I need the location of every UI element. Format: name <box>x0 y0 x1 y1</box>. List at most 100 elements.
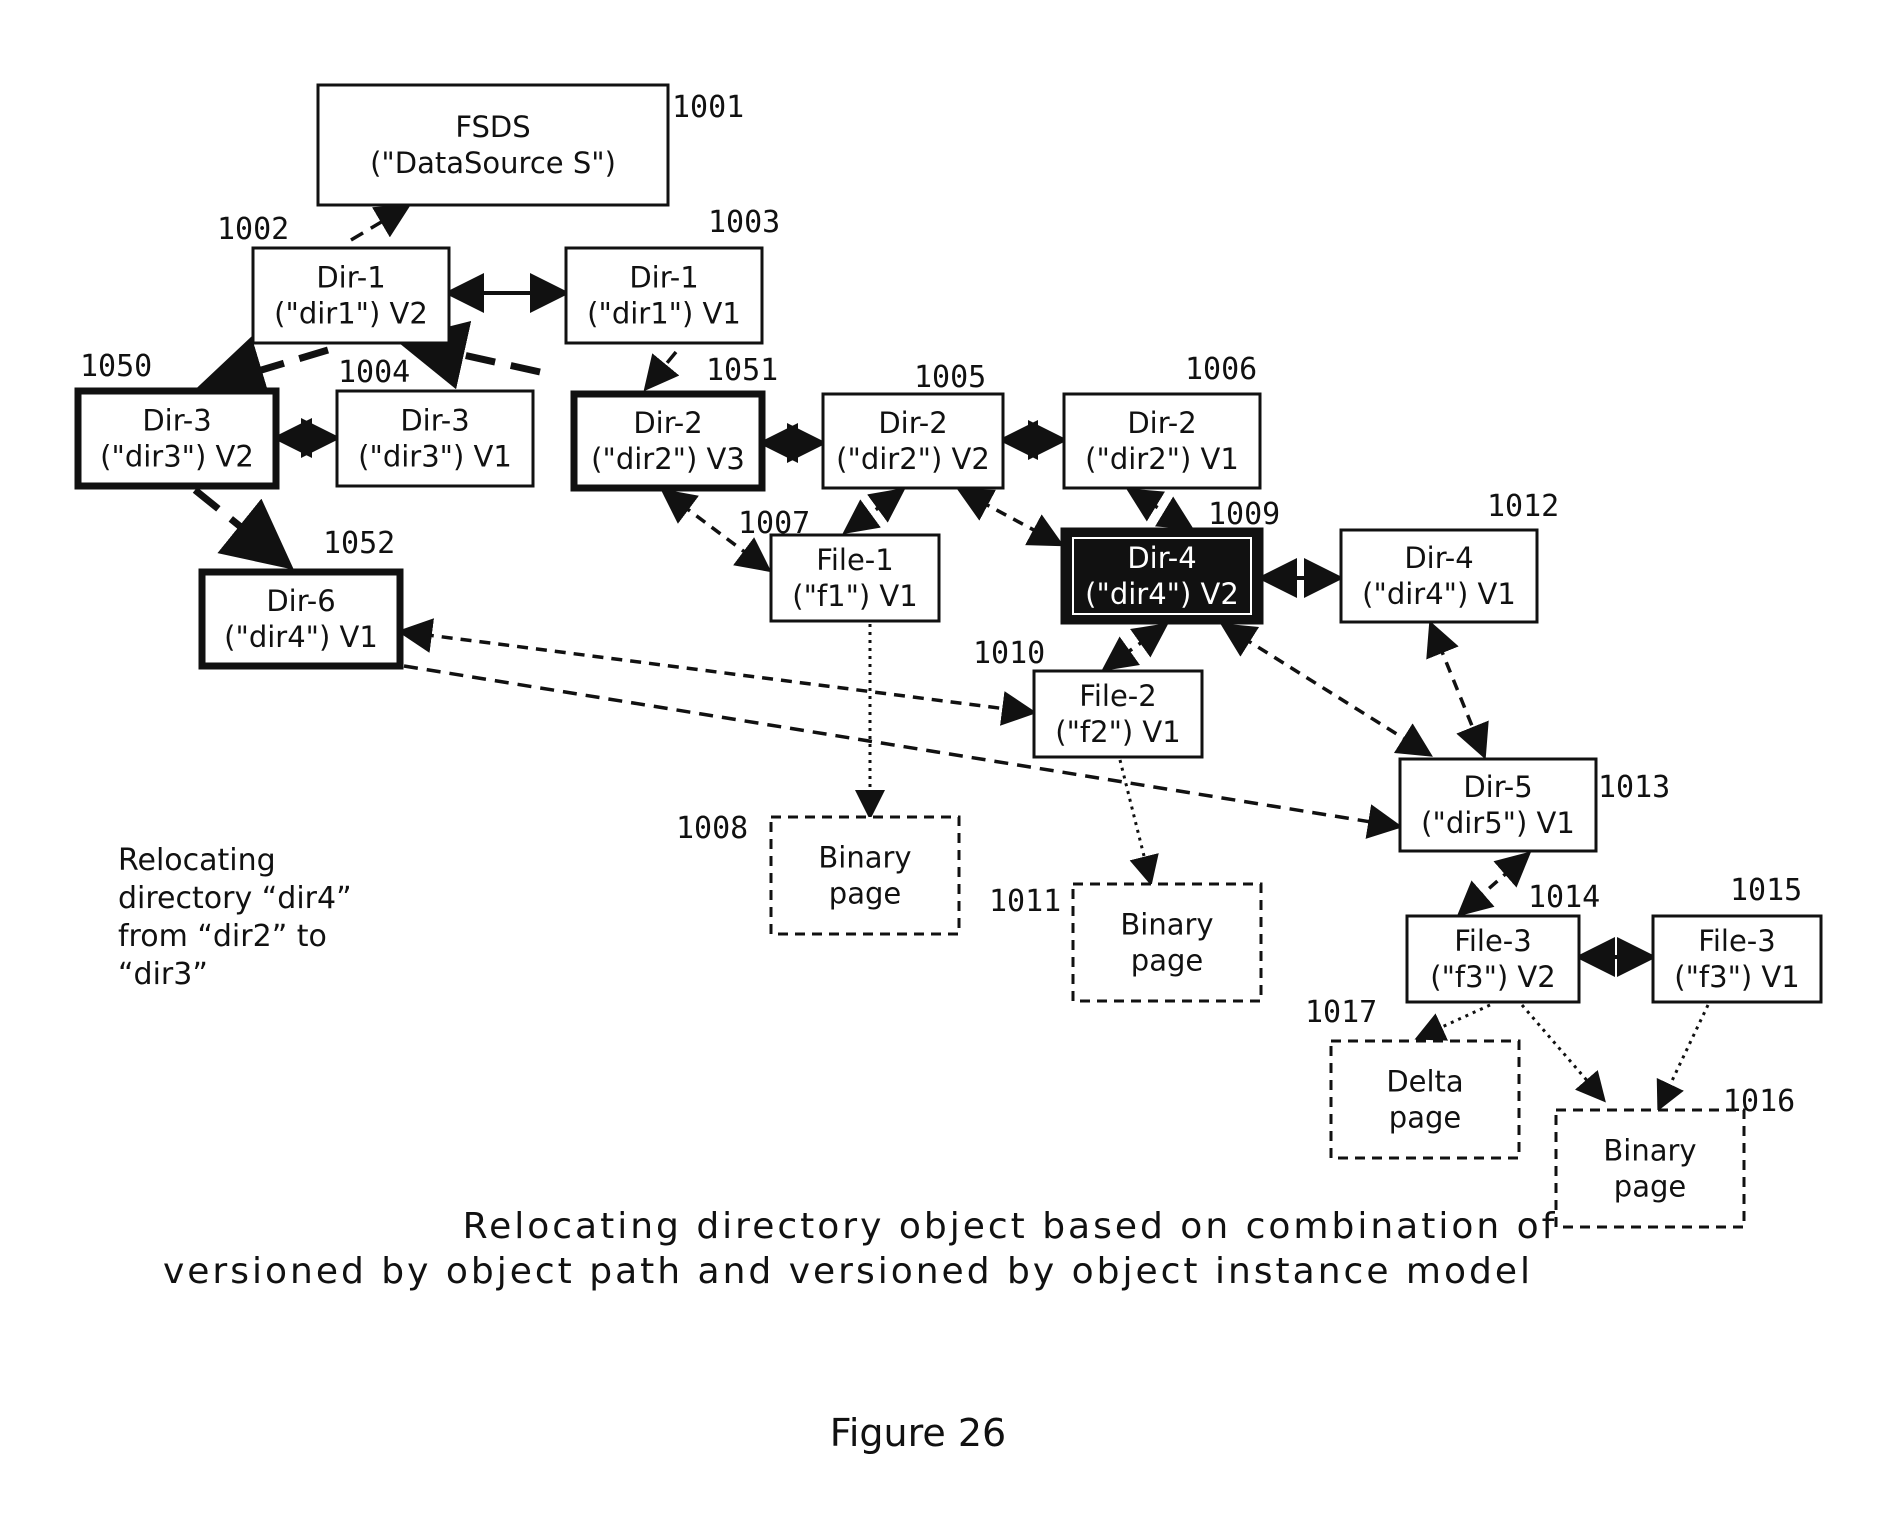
side-note-line: directory “dir4” <box>118 881 352 916</box>
reference-number: 1050 <box>80 349 152 384</box>
node-title: Delta <box>1386 1065 1463 1099</box>
node-title: Dir-5 <box>1463 770 1532 804</box>
node-title: File-3 <box>1454 924 1531 958</box>
reference-number: 1013 <box>1598 770 1670 805</box>
reference-number: 1005 <box>914 360 986 395</box>
node-subtitle: page <box>1131 944 1203 978</box>
node-subtitle: ("f3") V1 <box>1674 960 1799 994</box>
node-subtitle: page <box>1614 1170 1686 1204</box>
caption: Relocating directory object based on com… <box>163 1206 1557 1292</box>
node-title: Dir-2 <box>633 406 702 440</box>
node-title: File-1 <box>816 543 893 577</box>
node-box <box>1073 884 1261 1001</box>
node-dir4-v1: Dir-4("dir4") V1 1012 <box>1341 489 1559 622</box>
node-dir5-v1: Dir-5("dir5") V1 1013 <box>1400 759 1670 851</box>
edge-dir2-v2-to-dir4-v2 <box>963 492 1058 543</box>
node-subtitle: ("dir4") V1 <box>1362 577 1516 611</box>
reference-number: 1010 <box>973 636 1045 671</box>
node-title: Dir-1 <box>316 261 385 295</box>
edge-dir4-v1-to-dir5-v1 <box>1432 627 1483 753</box>
node-title: Binary <box>818 841 911 875</box>
node-title: File-3 <box>1698 924 1775 958</box>
node-box <box>1331 1041 1519 1158</box>
node-subtitle: ("f1") V1 <box>792 579 917 613</box>
node-title: Dir-2 <box>878 406 947 440</box>
reference-number: 1002 <box>217 212 289 247</box>
node-title: Dir-3 <box>400 404 469 438</box>
node-subtitle: ("dir2") V2 <box>836 442 990 476</box>
edge-dir6-v1-to-dir5-v1 <box>404 666 1396 826</box>
side-note-line: Relocating <box>118 843 276 878</box>
edge-dir2-v2-to-file1-v1 <box>848 492 900 530</box>
node-subtitle: ("dir1") V2 <box>274 297 428 331</box>
reference-number: 1008 <box>676 811 748 846</box>
node-delta-1017: Deltapage 1017 <box>1305 995 1519 1158</box>
node-fsds: FSDS("DataSource S")1001 <box>318 85 744 205</box>
node-dir2-v2: Dir-2("dir2") V2 1005 <box>823 360 1003 488</box>
node-file3-v2: File-3("f3") V2 1014 <box>1407 880 1600 1002</box>
edge-dir4-v2-to-dir5-v1 <box>1226 627 1427 753</box>
node-dir3-v2: Dir-3("dir3") V21050 <box>78 349 276 486</box>
node-dir2-v3: Dir-2("dir2") V31051 <box>574 353 778 488</box>
figure-label: Figure 26 <box>830 1411 1006 1455</box>
reference-number: 1004 <box>338 355 410 390</box>
node-subtitle: ("dir4") V2 <box>1085 577 1239 611</box>
node-layer: FSDS("DataSource S")1001Dir-1("dir1") V2… <box>78 85 1821 1227</box>
reference-number: 1017 <box>1305 995 1377 1030</box>
edge-dir3-v2-to-dir6-v1 <box>195 490 283 561</box>
reference-number: 1051 <box>706 353 778 388</box>
reference-number: 1015 <box>1730 873 1802 908</box>
node-dir1-v1: Dir-1("dir1") V1 1003 <box>566 205 780 343</box>
edge-dir4-v2-to-file2-v1 <box>1107 627 1163 667</box>
reference-number: 1052 <box>323 526 395 561</box>
node-dir1-v2: Dir-1("dir1") V2 1002 <box>217 212 449 343</box>
caption-line: Relocating directory object based on com… <box>463 1206 1558 1247</box>
node-title: Dir-4 <box>1404 541 1473 575</box>
side-note: Relocating directory “dir4” from “dir2” … <box>118 843 352 992</box>
caption-line: versioned by object path and versioned b… <box>163 1251 1533 1292</box>
node-box <box>771 817 959 934</box>
edge-dir2-v1-to-dir4-v2 <box>1132 492 1188 526</box>
reference-number: 1011 <box>989 884 1061 919</box>
node-subtitle: ("dir3") V1 <box>358 440 512 474</box>
node-title: Binary <box>1603 1134 1696 1168</box>
edge-dir2-v3-to-dir1-v2 <box>409 343 540 372</box>
node-title: Dir-4 <box>1127 541 1196 575</box>
node-binary-1008: Binarypage1008 <box>676 811 959 934</box>
reference-number: 1012 <box>1487 489 1559 524</box>
node-dir2-v1: Dir-2("dir2") V1 1006 <box>1064 352 1260 488</box>
reference-number: 1001 <box>672 90 744 125</box>
node-subtitle: ("dir1") V1 <box>587 297 741 331</box>
reference-number: 1014 <box>1528 880 1600 915</box>
edge-file2-v1-to-binary-1011 <box>1120 760 1150 880</box>
edge-file3-v2-to-delta-1017 <box>1420 1005 1490 1037</box>
edge-dir1-v1-to-dir2-v3 <box>648 352 676 386</box>
node-subtitle: ("dir4") V1 <box>224 620 378 654</box>
node-subtitle: ("dir3") V2 <box>100 440 254 474</box>
node-binary-1016: Binarypage 1016 <box>1556 1084 1795 1227</box>
reference-number: 1009 <box>1208 497 1280 532</box>
node-file2-v1: File-2("f2") V11010 <box>973 636 1202 757</box>
edge-file3-v1-to-binary-1016 <box>1660 1005 1708 1106</box>
edge-dir1-v2-to-fsds <box>351 208 405 240</box>
node-title: Dir-2 <box>1127 406 1196 440</box>
node-subtitle: page <box>1389 1101 1461 1135</box>
node-dir6-v1: Dir-6("dir4") V11052 <box>202 526 400 666</box>
reference-number: 1016 <box>1723 1084 1795 1119</box>
node-file3-v1: File-3("f3") V1 1015 <box>1653 873 1821 1002</box>
reference-number: 1006 <box>1185 352 1257 387</box>
reference-number: 1007 <box>738 506 810 541</box>
node-box <box>318 85 668 205</box>
node-binary-1011: Binarypage1011 <box>989 884 1261 1001</box>
node-file1-v1: File-1("f1") V1 1007 <box>738 506 939 621</box>
reference-number: 1003 <box>708 205 780 240</box>
node-title: Dir-1 <box>629 261 698 295</box>
node-subtitle: ("DataSource S") <box>370 146 616 180</box>
node-subtitle: ("dir5") V1 <box>1421 806 1575 840</box>
node-subtitle: ("dir2") V1 <box>1085 442 1239 476</box>
node-dir3-v1: Dir-3("dir3") V1 1004 <box>337 355 533 486</box>
node-subtitle: ("f3") V2 <box>1430 960 1555 994</box>
node-title: File-2 <box>1079 679 1156 713</box>
